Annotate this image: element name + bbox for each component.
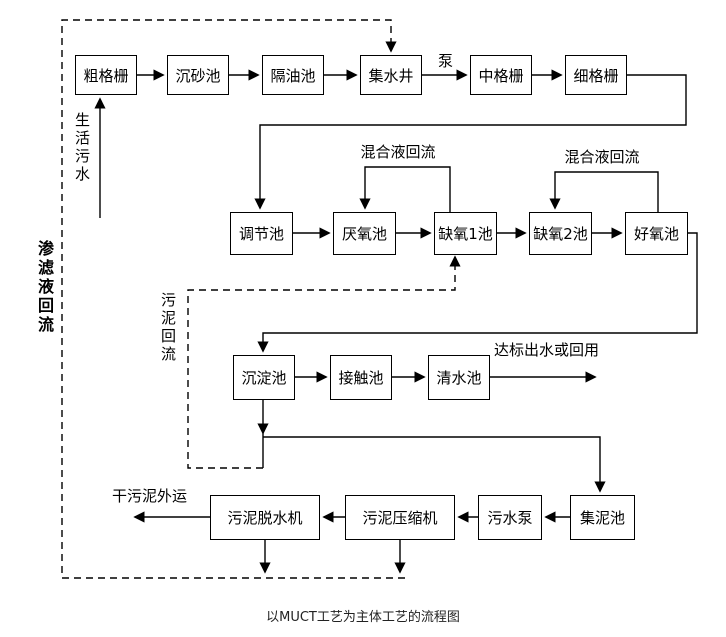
connector-sludge-to-collection (263, 436, 606, 493)
connector-fine-to-regulating (254, 74, 687, 210)
effluent-label: 达标出水或回用 (494, 341, 600, 359)
connector-aerobic-to-sedimentation (257, 232, 698, 353)
box-anoxic-tank-1: 缺氧1池 (434, 212, 497, 255)
connector-sludge-return (187, 255, 461, 469)
box-fine-screen: 细格栅 (565, 55, 627, 95)
box-contact-tank: 接触池 (330, 355, 392, 400)
box-anoxic-tank-2: 缺氧2池 (529, 212, 592, 255)
box-sludge-collection-tank: 集泥池 (570, 495, 635, 540)
leachate-reflux-label: 渗滤液回流 (35, 240, 54, 335)
box-collection-well: 集水井 (360, 55, 422, 95)
box-medium-screen: 中格栅 (470, 55, 532, 95)
box-regulating-tank: 调节池 (230, 212, 293, 255)
mixed-reflux-1-label: 混合液回流 (360, 143, 436, 161)
box-sludge-compressor: 污泥压缩机 (345, 495, 455, 540)
box-coarse-screen: 粗格栅 (75, 55, 137, 95)
connector-mixed-reflux-2 (549, 171, 659, 212)
pump-label: 泵 (438, 52, 454, 70)
diagram-caption: 以MUCT工艺为主体工艺的流程图 (266, 610, 460, 625)
connector-leachate-return (61, 19, 405, 579)
box-oil-separator: 隔油池 (262, 55, 324, 95)
box-aerobic-tank: 好氧池 (625, 212, 688, 255)
box-clear-water-tank: 清水池 (428, 355, 490, 400)
sludge-reflux-label: 污泥回流 (159, 292, 177, 364)
box-anaerobic-tank: 厌氧池 (333, 212, 396, 255)
box-sedimentation-tank: 沉淀池 (233, 355, 295, 400)
box-sewage-pump: 污水泵 (478, 495, 542, 540)
dry-sludge-out-label: 干污泥外运 (112, 487, 188, 505)
box-grit-chamber: 沉砂池 (167, 55, 229, 95)
box-sludge-dewatering-machine: 污泥脱水机 (210, 495, 320, 540)
influent-label: 生活污水 (73, 112, 91, 184)
connector-mixed-reflux-1 (359, 166, 451, 212)
mixed-reflux-2-label: 混合液回流 (564, 148, 640, 166)
